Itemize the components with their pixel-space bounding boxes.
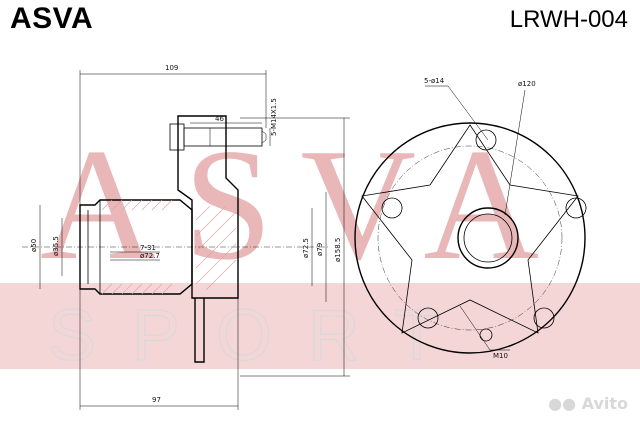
watermark-sport: SPORT — [48, 296, 475, 376]
dim-overall-length: 109 — [165, 64, 178, 72]
watermark-asva: ASVA — [40, 115, 567, 293]
stud-hole-1 — [475, 129, 497, 151]
section-hatching — [101, 199, 237, 295]
dim-base-length: 97 — [152, 396, 161, 404]
brand-logo: ASVA — [10, 2, 94, 35]
avito-watermark: ●● Avito — [548, 394, 628, 413]
leader-holes — [447, 85, 489, 141]
dim-flange: ø158.5 — [334, 238, 342, 262]
stud-hole-2 — [565, 197, 587, 219]
stud-hole-4 — [417, 307, 439, 329]
dim-bore-inner: ø35.5 — [52, 236, 60, 256]
star-flange — [361, 124, 579, 334]
leader-pcd — [504, 89, 526, 216]
dim-spigot: ø79 — [316, 243, 324, 256]
dim-stud-thread: 5-M14X1.5 — [270, 98, 278, 136]
flange-outline — [354, 122, 586, 354]
dim-pcd: ø120 — [518, 80, 536, 88]
hub-barrel — [79, 199, 193, 295]
wheel-stud — [169, 123, 267, 151]
dim-step-a: 7-31 — [140, 244, 156, 252]
side-view: 109 46 5-M14X1.5 ø50 ø35.5 7-31 ø72.7 ø7… — [22, 64, 350, 410]
avito-text: Avito — [581, 394, 628, 413]
dim-sensor-thread: M10 — [493, 352, 508, 360]
dim-step-b: ø72.7 — [140, 252, 160, 260]
flange-lower-leg — [194, 298, 205, 363]
stud-shank — [183, 127, 263, 147]
center-bore-inner — [463, 213, 513, 263]
stud-hole-3 — [533, 307, 555, 329]
pcd-circle — [377, 145, 563, 331]
dim-holes: 5-ø14 — [424, 77, 445, 85]
center-bore-outer — [457, 207, 519, 269]
leader-sensor — [459, 305, 491, 351]
part-number: LRWH-004 — [509, 6, 628, 33]
stud-hole-5 — [381, 197, 403, 219]
dim-pilot: ø72.5 — [302, 238, 310, 258]
dim-bore-outer: ø50 — [30, 239, 38, 252]
front-view: 5-ø14 ø120 M10 — [354, 77, 587, 360]
avito-dots-icon: ●● — [548, 394, 577, 413]
dim-stud-length: 46 — [215, 115, 224, 123]
